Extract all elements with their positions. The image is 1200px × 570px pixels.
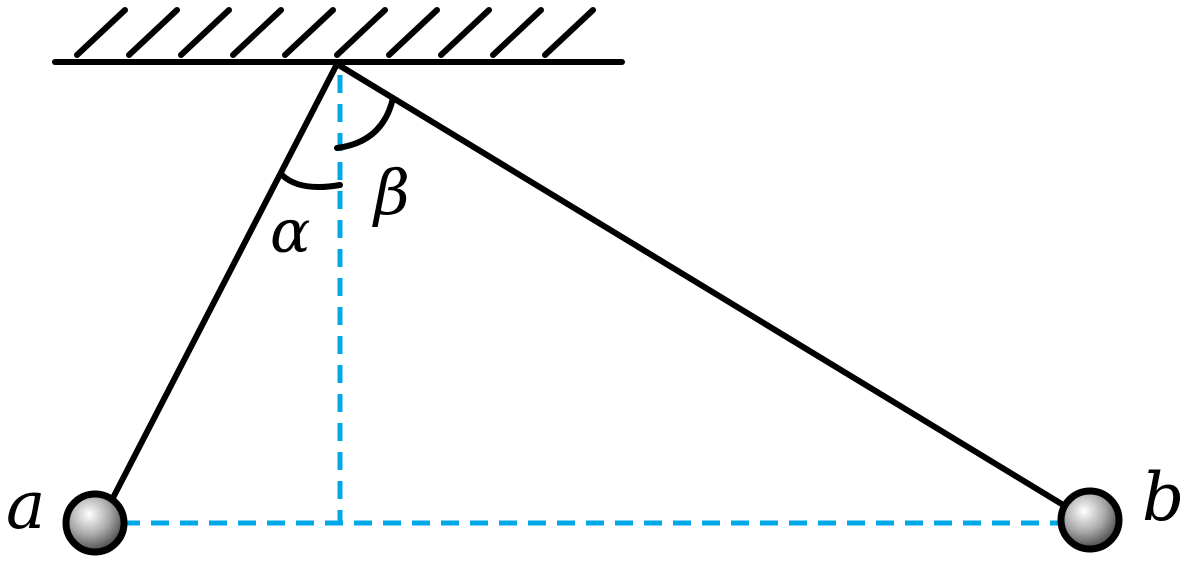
ceiling-support — [52, 7, 625, 65]
angle-alpha-arc — [279, 172, 343, 190]
angle-beta-label: β — [372, 156, 410, 229]
angle-alpha-label: α — [270, 197, 311, 267]
ball-a — [62, 490, 128, 556]
ball-b-label: b — [1142, 459, 1184, 536]
string-b — [334, 61, 1091, 523]
ball-b — [1057, 487, 1123, 553]
ceiling-hatching — [74, 7, 596, 58]
string-a — [97, 61, 340, 526]
angle-beta-arc — [334, 95, 396, 151]
ball-a-label: a — [6, 467, 45, 544]
